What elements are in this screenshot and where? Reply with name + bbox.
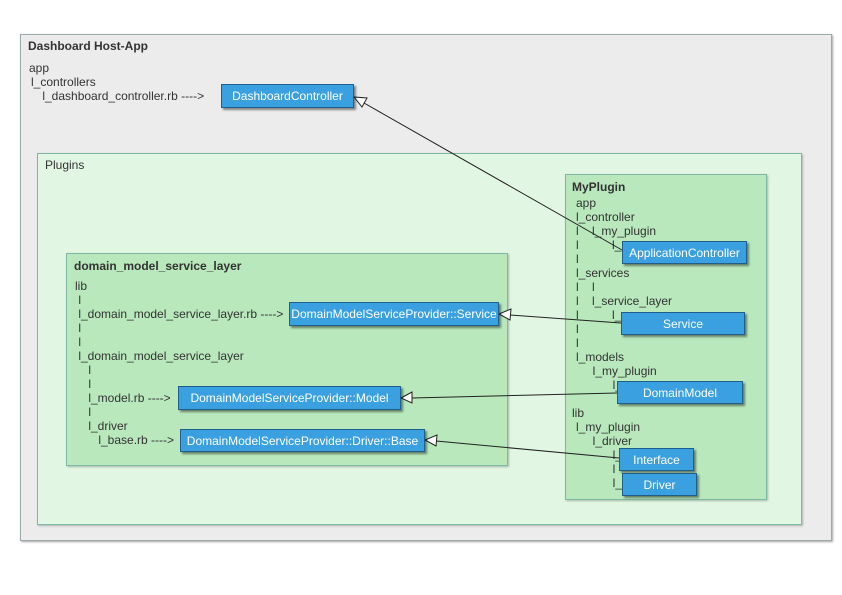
myplugin-tree-line: l_ <box>576 476 623 490</box>
dmsl-tree-line: l <box>75 335 81 349</box>
host-tree-line: l_dashboard_controller.rb ----> <box>29 89 205 103</box>
dmsl-tree-line: l <box>75 321 81 335</box>
myplugin-tree-line: l_ <box>576 378 623 392</box>
myplugin-tree-line: app <box>576 196 597 210</box>
myplugin-tree-line: l_driver <box>576 434 633 448</box>
dmsl-tree-line: l <box>75 405 92 419</box>
driver-node[interactable]: Driver <box>622 473 697 496</box>
dmsl-model-node[interactable]: DomainModelServiceProvider::Model <box>178 386 401 410</box>
myplugin-tree-line: l_controller <box>576 210 635 224</box>
myplugin-tree-line: l l_my_plugin <box>576 224 657 238</box>
dmsl-title: domain_model_service_layer <box>74 259 242 273</box>
dmsl-tree-line: lib <box>75 279 88 293</box>
myplugin-tree-line: l <box>576 336 579 350</box>
dmsl-tree-line: l <box>75 377 92 391</box>
dmsl-tree-line: l <box>75 363 92 377</box>
myplugin-tree-line: l l_ <box>576 308 622 322</box>
myplugin-tree-line: l_services <box>576 266 630 280</box>
interface-node[interactable]: Interface <box>619 448 694 471</box>
myplugin-title: MyPlugin <box>572 180 626 194</box>
plugins-title: Plugins <box>45 158 85 172</box>
myplugin-tree-line: l <box>576 252 579 266</box>
host-tree-line: l_controllers <box>31 75 96 89</box>
myplugin-tree-line: l l_ <box>576 238 622 252</box>
dmsl-service-node[interactable]: DomainModelServiceProvider::Service <box>289 302 499 326</box>
myplugin-tree-line: l_my_plugin <box>576 420 641 434</box>
myplugin-tree-line: lib <box>572 406 585 420</box>
myplugin-tree-line: l_models <box>576 350 625 364</box>
dashboard-controller-node[interactable]: DashboardController <box>221 84 354 108</box>
dmsl-driver-base-node[interactable]: DomainModelServiceProvider::Driver::Base <box>180 429 425 452</box>
myplugin-tree-line: l <box>576 322 579 336</box>
myplugin-tree-line: l_ <box>576 448 623 462</box>
myplugin-tree-line: l l_service_layer <box>576 294 673 308</box>
dmsl-tree-line: l_driver <box>75 419 128 433</box>
myplugin-tree-line: l_my_plugin <box>576 364 657 378</box>
myplugin-tree-line: l <box>576 462 616 476</box>
myplugin-service-node[interactable]: Service <box>621 312 745 335</box>
dmsl-tree-line: l <box>75 293 81 307</box>
dmsl-tree-line: l_base.rb ----> <box>75 433 175 447</box>
dmsl-tree-line: l_model.rb ----> <box>75 391 171 405</box>
dmsl-tree-line: l_domain_model_service_layer.rb ----> <box>75 307 284 321</box>
domain-model-node[interactable]: DomainModel <box>617 381 743 404</box>
dmsl-tree-line: l_domain_model_service_layer <box>75 349 244 363</box>
application-controller-node[interactable]: ApplicationController <box>622 241 747 264</box>
host-tree-line: app <box>29 61 50 75</box>
host-app-title: Dashboard Host-App <box>28 39 148 53</box>
myplugin-tree-line: l l <box>576 280 595 294</box>
